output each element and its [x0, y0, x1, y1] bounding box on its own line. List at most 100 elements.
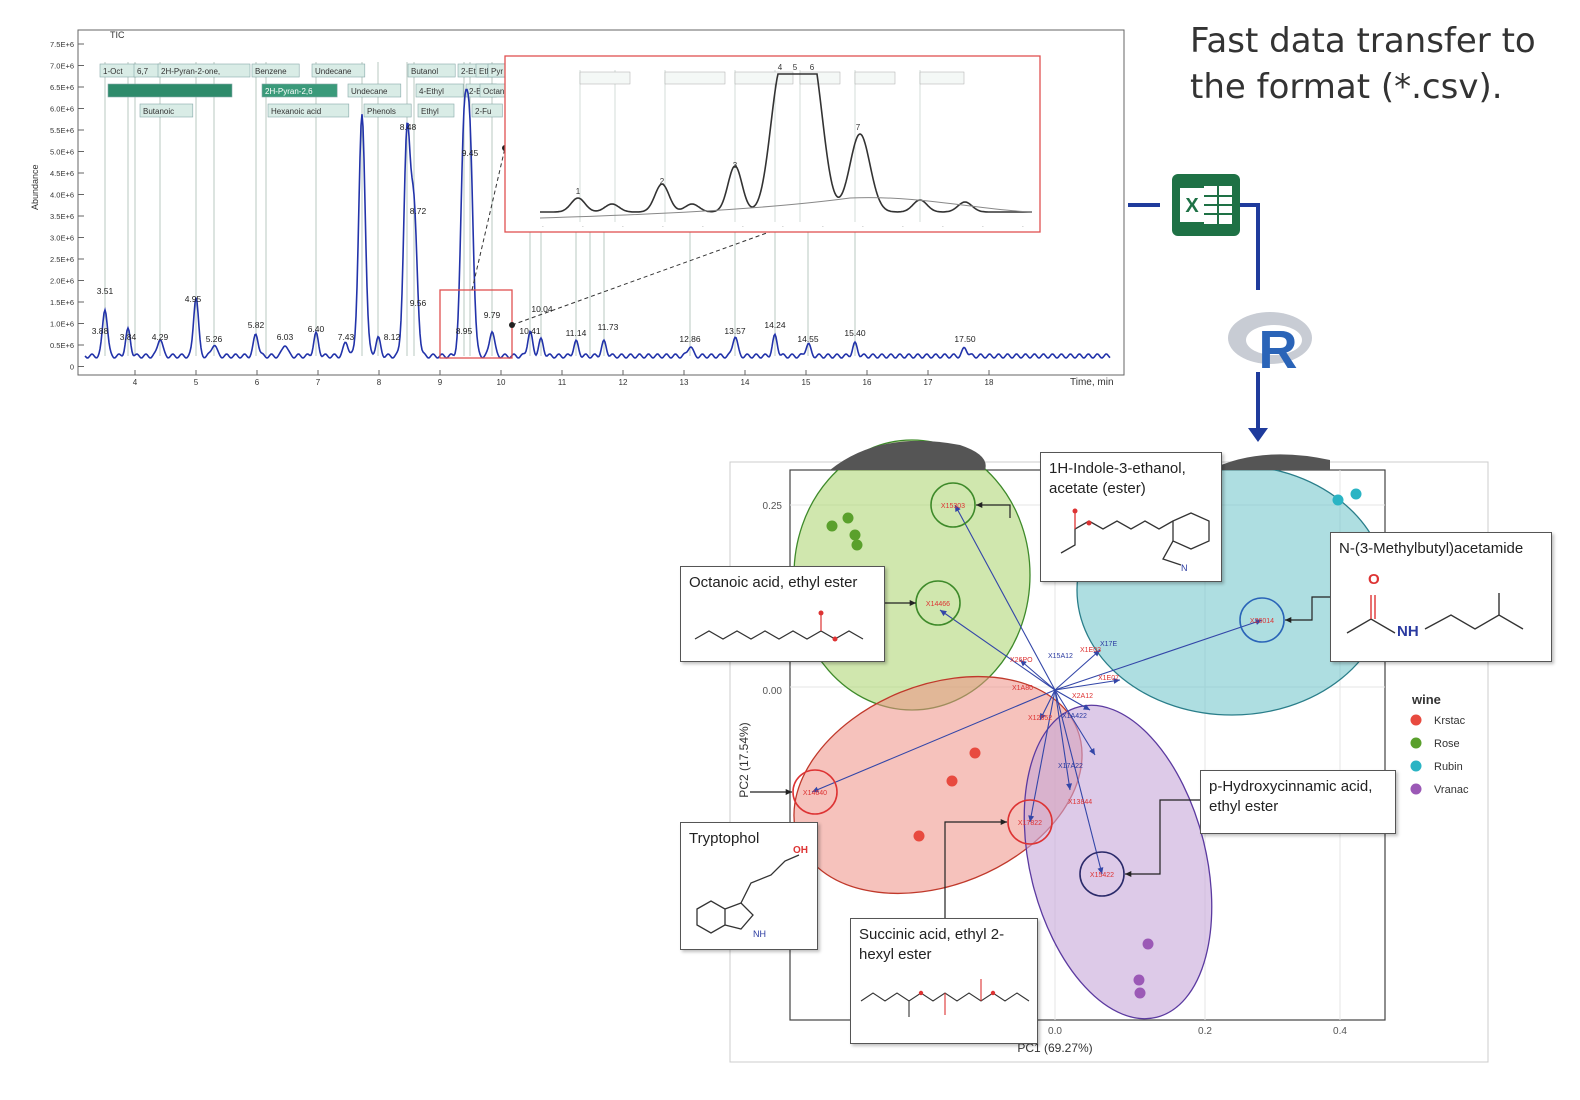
- compound-label-octanoic-acid-ethyl-ester: Octanoic acid, ethyl ester: [680, 566, 885, 662]
- inset-x-tick: ·: [862, 224, 864, 230]
- loading-arrow: [1019, 659, 1056, 691]
- peak-label: 7.43: [338, 332, 355, 342]
- arrowhead-icon: [785, 788, 792, 796]
- pca-point-vranac: [1134, 987, 1146, 999]
- arrowhead-icon: [909, 599, 916, 607]
- y-tick-label: 6.0E+6: [50, 105, 74, 114]
- compound-name: Succinic acid, ethyl 2-hexyl ester: [859, 926, 1005, 963]
- peak-label: 5.26: [206, 334, 223, 344]
- compound-name: N-(3-Methylbutyl)acetamide: [1339, 540, 1524, 557]
- leader-line: [976, 504, 1011, 518]
- arrowhead-icon: [1097, 867, 1104, 874]
- inset-x-tick: ·: [1022, 224, 1024, 230]
- peak-label: 14.24: [764, 320, 786, 330]
- highlight-ring-label: X15303: [941, 503, 965, 510]
- y-tick-label: 4.0E+6: [50, 191, 74, 200]
- cluster-label: X12652: [1028, 715, 1052, 722]
- leader-line: [944, 821, 1007, 918]
- loading-arrow: [1054, 649, 1101, 691]
- compound-tag-label: Benzene: [255, 67, 287, 76]
- inset-peak-label: 4: [778, 63, 783, 72]
- pca-point-rose: [849, 529, 861, 541]
- loading-arrow: [811, 689, 1056, 793]
- peak-label: 8.95: [456, 326, 473, 336]
- x-tick-label: 8: [377, 378, 382, 387]
- peak-label: 17.50: [954, 334, 976, 344]
- y-tick-label: 7.5E+6: [50, 40, 74, 49]
- inset-x-tick: ·: [982, 224, 984, 230]
- x-tick-label: 4: [133, 378, 138, 387]
- arrowhead-icon: [1028, 815, 1035, 822]
- compound-label-indole-ethanol-acetate: 1H-Indole-3-ethanol, acetate (ester) N: [1040, 452, 1222, 582]
- zoom-inset-frame: [504, 55, 1041, 233]
- compound-tag-label: 1-Oct: [103, 67, 123, 76]
- inset-x-tick: ·: [582, 224, 584, 230]
- peak-label: 15.40: [844, 328, 866, 338]
- cluster-label: X13844: [1068, 799, 1092, 806]
- peak-label: 14.55: [797, 334, 819, 344]
- highlight-ring-label: X14466: [926, 601, 950, 608]
- y-tick-label: 5.0E+6: [50, 148, 74, 157]
- cluster-label: X2A12: [1072, 693, 1093, 700]
- chromatogram-trace: [84, 88, 1111, 359]
- compound-label-p-hydroxycinnamic-acid: p-Hydroxycinnamic acid, ethyl ester: [1200, 770, 1396, 834]
- arrowhead-icon: [1066, 783, 1073, 790]
- atom-nh: NH: [753, 929, 766, 939]
- x-tick-label: 10: [497, 378, 506, 387]
- highlight-ring: [1239, 597, 1285, 643]
- peak-label: 3.51: [97, 286, 114, 296]
- compound-tag-box: [261, 83, 338, 98]
- cluster-label: X26PO: [1010, 657, 1033, 664]
- x-tick-label: 17: [924, 378, 933, 387]
- peak-label: 8.48: [400, 122, 417, 132]
- legend-swatch: [1410, 737, 1422, 749]
- compound-tag-label: 4-Ethyl: [419, 87, 444, 96]
- x-tick-label: 16: [863, 378, 872, 387]
- inset-x-tick: ·: [662, 224, 664, 230]
- pca-point-vranac: [1142, 938, 1154, 950]
- pca-leader-lines: [750, 501, 1330, 918]
- pca-points: [826, 488, 1362, 999]
- peak-label: 11.73: [598, 322, 619, 332]
- peak-label: 8.72: [410, 206, 427, 216]
- compound-tag-box: [347, 83, 402, 98]
- inset-peak-label: 3: [733, 161, 738, 170]
- cluster-label: X1E07: [1098, 675, 1119, 682]
- arrowhead-icon: [1125, 870, 1132, 878]
- inset-x-tick: ·: [942, 224, 944, 230]
- arrowhead-icon: [1255, 619, 1262, 625]
- highlight-ring-label: X26014: [1250, 618, 1274, 625]
- leader-line: [1125, 799, 1200, 875]
- y-tick-label: 0.5E+6: [50, 341, 74, 350]
- inset-x-tick: ·: [702, 224, 704, 230]
- compound-tag-box: [407, 63, 456, 78]
- compound-name: Octanoic acid, ethyl ester: [689, 574, 858, 591]
- compound-tag-label: Butanoic: [143, 107, 174, 116]
- arrowhead-icon: [955, 505, 961, 512]
- y-tick-label: 7.0E+6: [50, 62, 74, 71]
- compound-tag-box: [415, 83, 464, 98]
- legend-label: Rubin: [1434, 761, 1463, 773]
- legend-swatch: [1410, 714, 1422, 726]
- arrowhead-icon: [1000, 818, 1007, 826]
- compound-name: Tryptophol: [689, 830, 760, 847]
- compound-tag-label: 2-Ethyl: [461, 67, 486, 76]
- pca-point-rose: [826, 520, 838, 532]
- highlight-ring-label: X14640: [803, 790, 827, 797]
- compound-tag-box: [251, 63, 300, 78]
- peak-label: 10.41: [519, 326, 541, 336]
- legend-swatch: [1410, 783, 1422, 795]
- svg-text:R: R: [1259, 320, 1298, 380]
- tryptophol-structure: [696, 854, 800, 934]
- zoom-connector-top: [471, 147, 506, 291]
- inset-x-tick: ·: [782, 224, 784, 230]
- peak-label: 5.82: [248, 320, 265, 330]
- chromatogram-x-axis-label: Time, min: [1070, 377, 1114, 388]
- inset-tag-box: [919, 71, 965, 85]
- ellipse-rose-clip: [830, 440, 986, 470]
- pca-loading-arrows: [811, 504, 1263, 875]
- inset-tag-box: [579, 71, 631, 85]
